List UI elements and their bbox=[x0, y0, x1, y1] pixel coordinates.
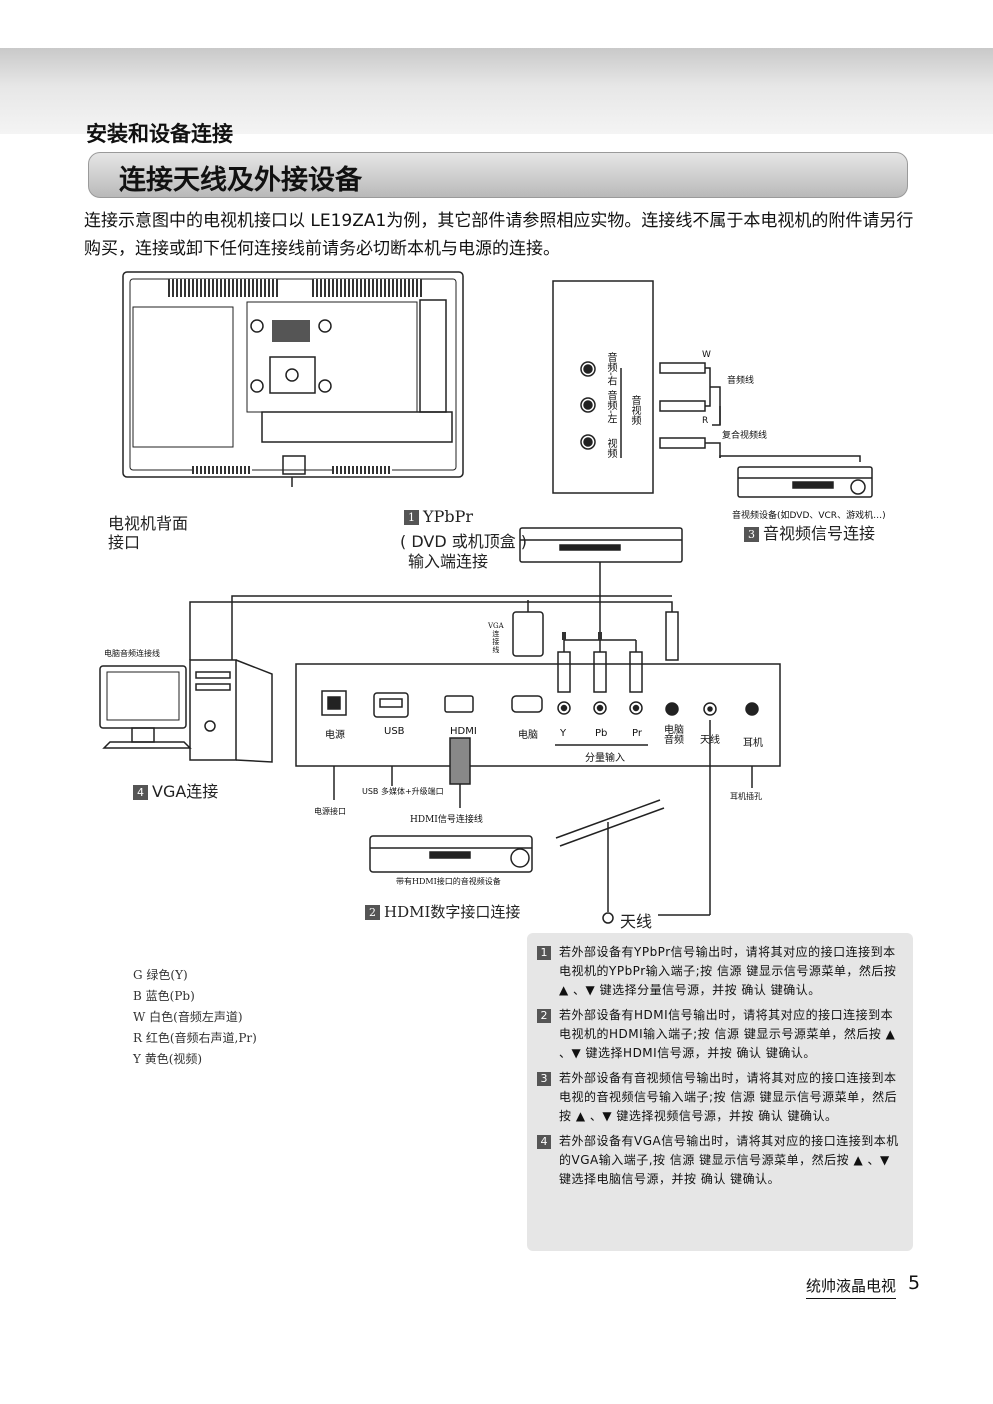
color-legend: G 绿色(Y) B 蓝色(Pb) W 白色(音频左声道) R 红色(音频右声道,… bbox=[133, 965, 257, 1070]
tv-back-label: 电视机背面 接口 bbox=[108, 514, 189, 552]
page-title: 连接天线及外接设备 bbox=[119, 165, 362, 196]
av-panel-box bbox=[552, 280, 654, 494]
port-usb: USB bbox=[384, 726, 405, 737]
port-earphone: 耳机 bbox=[743, 738, 763, 749]
legend-item: G 绿色(Y) bbox=[133, 968, 188, 982]
w-mark: W bbox=[702, 350, 711, 360]
ypbpr-device: ( DVD 或机顶盒 ) bbox=[400, 532, 528, 551]
ypbpr-input: 输入端连接 bbox=[408, 552, 489, 571]
section-title: 安装和设备连接 bbox=[86, 122, 233, 146]
pc-audio-cable-label: 电脑音频连接线 bbox=[104, 649, 160, 658]
port-y: Y bbox=[560, 728, 567, 739]
video-cable-label: 复合视频线 bbox=[722, 431, 768, 441]
av-group-label: 音视频 bbox=[629, 395, 640, 425]
usb-note: USB 多媒体+升级端口 bbox=[362, 787, 444, 796]
av-label-video: 视频 bbox=[605, 438, 616, 458]
legend-item: B 蓝色(Pb) bbox=[133, 989, 195, 1003]
footer-brand: 统帅液晶电视 bbox=[806, 1275, 897, 1299]
earphone-jack-label: 耳机插孔 bbox=[730, 792, 762, 801]
port-antenna: 天线 bbox=[700, 735, 720, 746]
note-item: 2 若外部设备有HDMI信号输出时，请将其对应的接口连接到本电视机的HDMI输入… bbox=[537, 1006, 903, 1063]
r-mark: R bbox=[702, 416, 709, 426]
vga-cable-label: VGA 连 接 线 bbox=[488, 622, 504, 654]
av-label-right: 音频-右 bbox=[605, 352, 616, 386]
note-item: 4 若外部设备有VGA信号输出时，请将其对应的接口连接到本机的VGA输入端子,按… bbox=[537, 1132, 903, 1189]
hdmi-device-label: 带有HDMI接口的音视频设备 bbox=[396, 877, 501, 886]
instructions-box: 1 若外部设备有YPbPr信号输出时，请将其对应的接口连接到本电视机的YPbPr… bbox=[527, 933, 913, 1251]
port-pc: 电脑 bbox=[518, 730, 538, 741]
legend-item: W 白色(音频左声道) bbox=[133, 1010, 243, 1024]
port-pb: Pb bbox=[595, 728, 608, 739]
av-label-left: 音频-左 bbox=[605, 390, 616, 424]
note-item: 3 若外部设备有音视频信号输出时，请将其对应的接口连接到本电视的音视频信号输入端… bbox=[537, 1069, 903, 1126]
port-power: 电源 bbox=[325, 730, 345, 741]
port-pr: Pr bbox=[632, 728, 642, 739]
audio-cable-label: 音频线 bbox=[727, 376, 755, 386]
tv-port-panel bbox=[295, 663, 781, 767]
component-label: 分量输入 bbox=[585, 753, 625, 764]
note-item: 1 若外部设备有YPbPr信号输出时，请将其对应的接口连接到本电视机的YPbPr… bbox=[537, 943, 903, 1000]
antenna-label: 天线 bbox=[620, 912, 653, 931]
header-band bbox=[0, 48, 993, 134]
hdmi-cable-label: HDMI信号连接线 bbox=[410, 815, 483, 825]
power-jack-label: 电源接口 bbox=[314, 807, 346, 816]
port-hdmi: HDMI bbox=[450, 726, 477, 737]
tv-back-outline bbox=[122, 271, 464, 478]
legend-item: R 红色(音频右声道,Pr) bbox=[133, 1031, 257, 1045]
title-bar: 连接天线及外接设备 bbox=[88, 152, 908, 198]
page-number: 5 bbox=[908, 1272, 921, 1294]
port-pc-audio: 电脑 音频 bbox=[664, 725, 684, 746]
legend-item: Y 黄色(视频) bbox=[133, 1052, 203, 1066]
intro-text: 连接示意图中的电视机接口以 LE19ZA1为例，其它部件请参照相应实物。连接线不… bbox=[84, 211, 914, 259]
av-device-caption: 音视频设备(如DVD、VCR、游戏机…) bbox=[732, 511, 886, 521]
